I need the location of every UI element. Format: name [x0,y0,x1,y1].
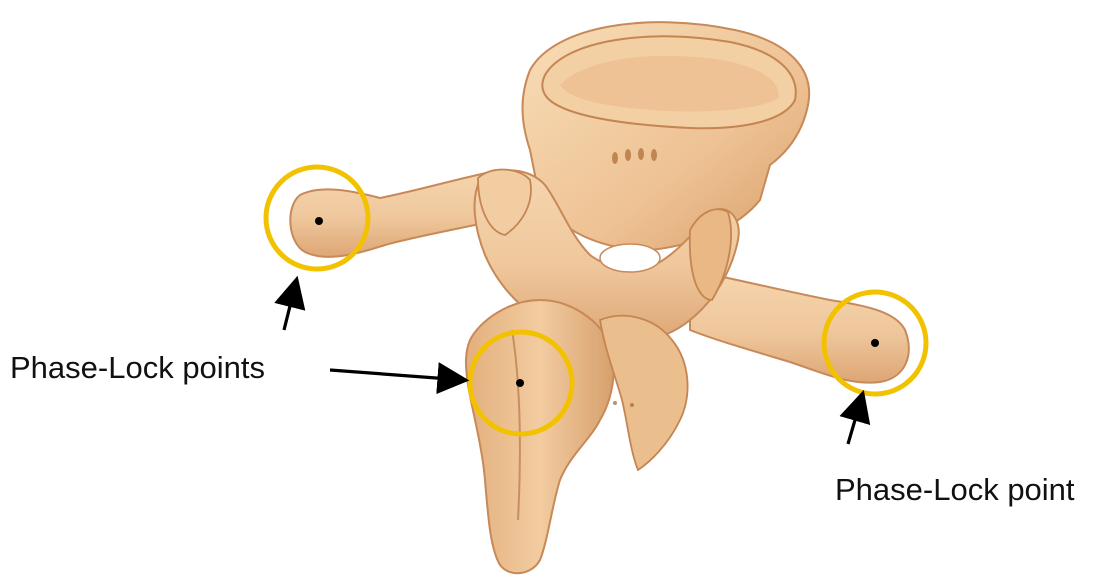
arrow-to-left-point [284,282,296,330]
spinous-process [466,300,688,573]
right-transverse-process [690,270,909,383]
arrow-to-right-point [848,396,862,444]
point-marker-center [516,379,524,387]
point-marker-right [871,339,879,347]
arrow-to-center-point [330,370,463,380]
phase-lock-points-label: Phase-Lock points [10,352,265,383]
point-marker-left [315,217,323,225]
phase-lock-point-label: Phase-Lock point [835,474,1075,505]
vertebral-body [523,22,810,250]
